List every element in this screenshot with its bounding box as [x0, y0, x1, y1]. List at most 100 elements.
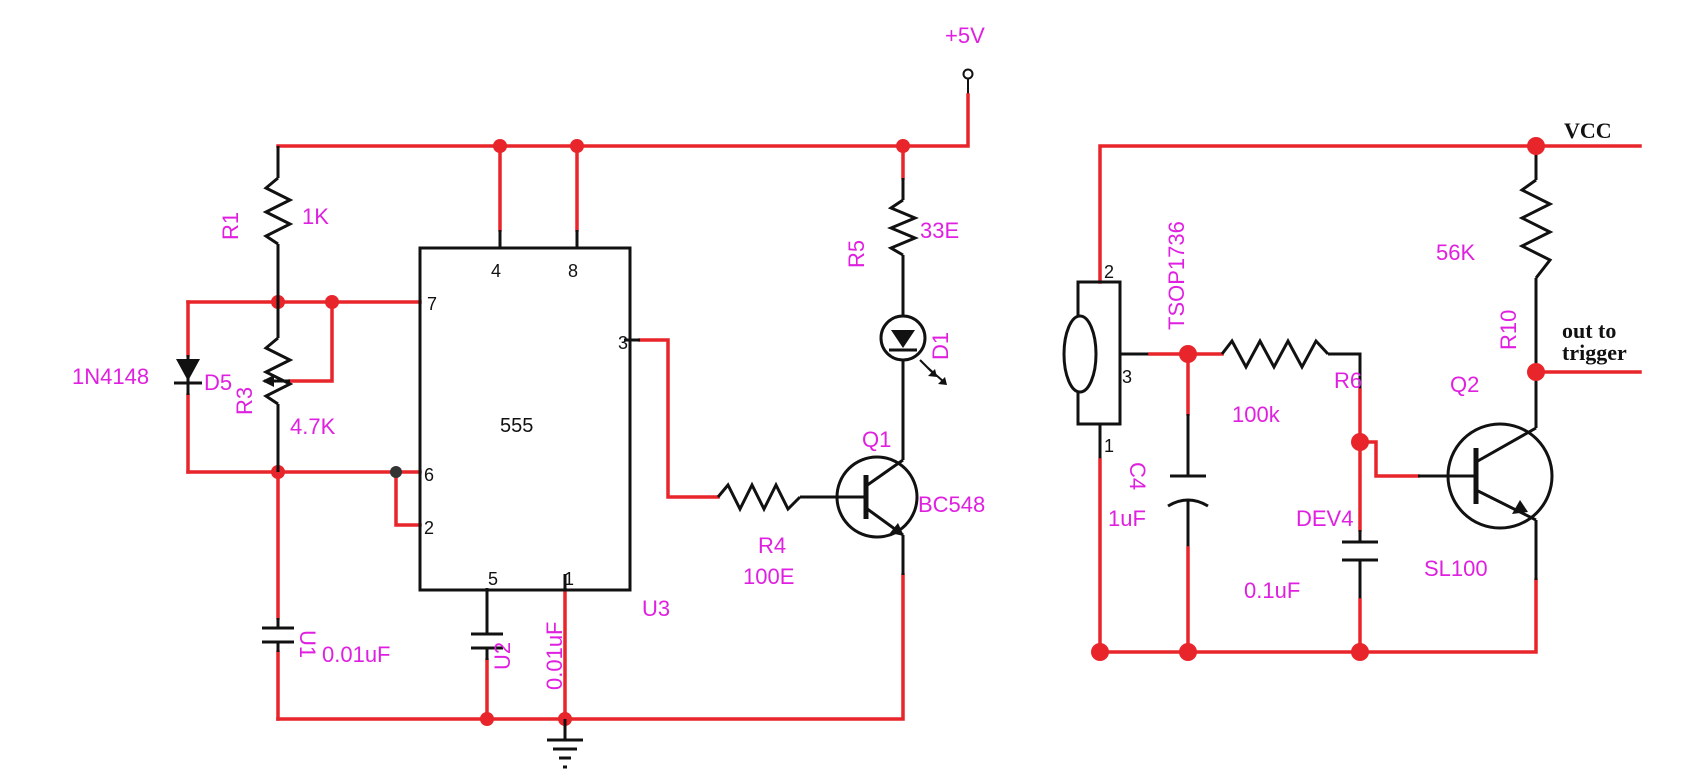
dev4-value: 0.1uF	[1244, 578, 1300, 603]
junction-dot	[1179, 643, 1197, 661]
emitter-arrow-icon	[890, 523, 904, 536]
ground-icon	[547, 719, 583, 769]
wiper-arrow-icon	[262, 375, 274, 387]
resistor-r4: R4 100E	[716, 481, 802, 589]
supply-label: +5V	[945, 23, 985, 48]
ic-name: 555	[500, 415, 533, 437]
resistor-r10: 56K R10	[1436, 178, 1554, 350]
q1-value: BC548	[918, 492, 985, 517]
led-d1: D1	[879, 314, 953, 385]
r5-ref: R5	[844, 240, 869, 268]
r10-ref: R10	[1496, 310, 1521, 350]
r6-ref: R6	[1334, 368, 1362, 393]
pin-label: 8	[568, 261, 578, 281]
r3-wiper-wire	[288, 300, 334, 383]
r10-value: 56K	[1436, 240, 1475, 265]
r3-value: 4.7K	[290, 414, 336, 439]
capacitor-dev4: DEV4 0.1uF	[1244, 506, 1378, 603]
pin-label: 7	[427, 294, 437, 314]
dev4-ref: DEV4	[1296, 506, 1353, 531]
d5-value: 1N4148	[72, 364, 149, 389]
r6-value: 100k	[1232, 402, 1281, 427]
resistor-r1: R1 1K	[218, 176, 329, 302]
r1-value: 1K	[302, 204, 329, 229]
u1-ref: U1	[295, 630, 320, 658]
left-circuit: +5V	[72, 23, 985, 769]
resistor-r6: 100k R6	[1220, 337, 1362, 427]
diode-d5: 1N4148 D5	[72, 355, 232, 395]
output-label-line1: out to	[1562, 318, 1616, 343]
potentiometer-r3: R3 4.7K	[232, 302, 336, 472]
r3-ref: R3	[232, 387, 257, 415]
capacitor-u2: U2 0.01uF	[471, 620, 567, 690]
vcc-label: VCC	[1564, 118, 1612, 143]
junction-dot	[480, 712, 494, 726]
r1-ref: R1	[218, 212, 243, 240]
pin-label: 4	[491, 261, 501, 281]
junction-dot	[1179, 345, 1197, 363]
led-body	[879, 314, 927, 362]
junction-dot	[570, 139, 584, 153]
r4-value: 100E	[743, 564, 794, 589]
ic-body	[418, 246, 632, 592]
sensor-lens-icon	[1062, 314, 1098, 394]
ic-ref: U3	[642, 596, 670, 621]
left-wires	[186, 93, 970, 721]
junction-dot	[1351, 643, 1369, 661]
ic-555: 4 8 7 6 2 3 5 1 555 U3	[418, 230, 670, 621]
supply-terminal: +5V	[945, 23, 985, 95]
right-bottom-rail-wire	[1098, 578, 1538, 654]
pin-label: 2	[1104, 262, 1114, 282]
output-label-line2: trigger	[1562, 340, 1627, 365]
diode-triangle-icon	[176, 359, 200, 381]
q2-ref: Q2	[1450, 372, 1479, 397]
pin-label: 3	[618, 333, 628, 353]
output-label: out to trigger	[1562, 318, 1627, 365]
q2-value: SL100	[1424, 556, 1488, 581]
vcc-rail-wire	[1098, 144, 1642, 284]
led-triangle-icon	[891, 330, 915, 348]
capacitor-c4: C4 1uF	[1108, 462, 1209, 531]
junction-dot	[390, 466, 402, 478]
d1-ref: D1	[928, 332, 953, 360]
junction-dot	[493, 139, 507, 153]
junction-dot	[1351, 433, 1369, 451]
pin-label: 2	[424, 518, 434, 538]
pin2-wire	[394, 470, 422, 527]
pin-label: 5	[488, 569, 498, 589]
pin-label: 1	[1104, 436, 1114, 456]
pin-label: 6	[424, 465, 434, 485]
right-junctions	[1091, 137, 1545, 661]
r5-value: 33E	[920, 218, 959, 243]
c4-value: 1uF	[1108, 506, 1146, 531]
resistor-r5: R5 33E	[844, 178, 959, 268]
light-ray-icon	[927, 367, 945, 383]
supply-terminal-circle	[962, 68, 974, 80]
left-junctions	[271, 139, 910, 726]
u2-value: 0.01uF	[542, 622, 567, 691]
emitter-arrow-icon	[1512, 500, 1528, 514]
transistor-q1: Q1 BC548	[835, 427, 985, 539]
junction-dot	[1527, 363, 1545, 381]
u2-ref: U2	[490, 642, 515, 670]
capacitor-u1: U1 0.01uF	[262, 618, 391, 667]
d5-ref: D5	[204, 370, 232, 395]
transistor-body	[835, 455, 919, 539]
junction-dot	[325, 295, 339, 309]
pin-label: 1	[564, 569, 574, 589]
c4-ref: C4	[1125, 462, 1150, 490]
top-rail-wire	[276, 93, 970, 148]
pin-label: 3	[1122, 367, 1132, 387]
junction-dot	[1091, 643, 1109, 661]
pin3-wire	[638, 338, 720, 499]
q1-ref: Q1	[862, 427, 891, 452]
sensor-ref: TSOP1736	[1164, 221, 1189, 330]
sensor-tsop1736: 2 3 1 TSOP1736	[1062, 221, 1189, 456]
junction-dot	[1527, 137, 1545, 155]
r4-ref: R4	[758, 533, 786, 558]
q2-base-wire	[1358, 440, 1420, 478]
u1-value: 0.01uF	[322, 642, 391, 667]
junction-dot	[896, 139, 910, 153]
right-circuit: VCC 2 3 1 TSOP1736 C4 1uF 100k R6	[1062, 118, 1642, 661]
